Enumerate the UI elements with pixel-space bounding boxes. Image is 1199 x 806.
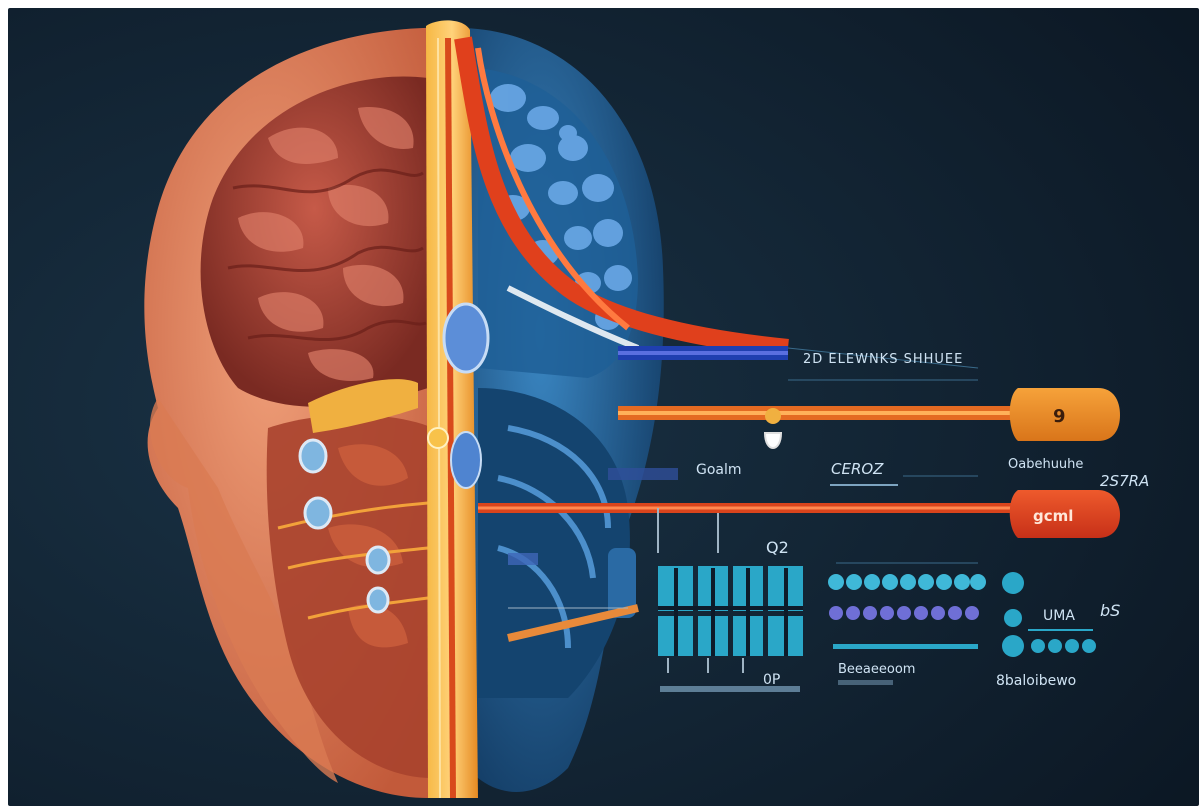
label-uma: UMA [1043,608,1075,624]
label-ceroz: CEROZ [831,460,884,478]
label-beeaeeoom: Beeaeeoom [838,662,915,677]
label-top: 2D ELEWNKS SHHUEE [803,352,963,367]
pill-red-label: gcml [1033,507,1073,525]
dot-row-2 [829,606,979,620]
label-0p: 0P [763,672,780,688]
anatomy-illustration: 9 gcml [8,8,1199,806]
label-goalm: Goalm [696,462,742,478]
label-bs: bS [1100,601,1120,620]
illustration-canvas: 9 gcml [8,8,1199,806]
label-8baloibewo: 8baloibewo [996,673,1076,689]
dot-row-1 [828,574,986,590]
pill-orange-label: 9 [1053,406,1066,427]
label-q2: Q2 [766,538,789,557]
label-2s7ra: 2S7RA [1100,472,1149,490]
label-oabehuuhe: Oabehuuhe [1008,457,1083,472]
pill-red: gcml [1010,490,1120,538]
pill-orange: 9 [1010,388,1120,441]
